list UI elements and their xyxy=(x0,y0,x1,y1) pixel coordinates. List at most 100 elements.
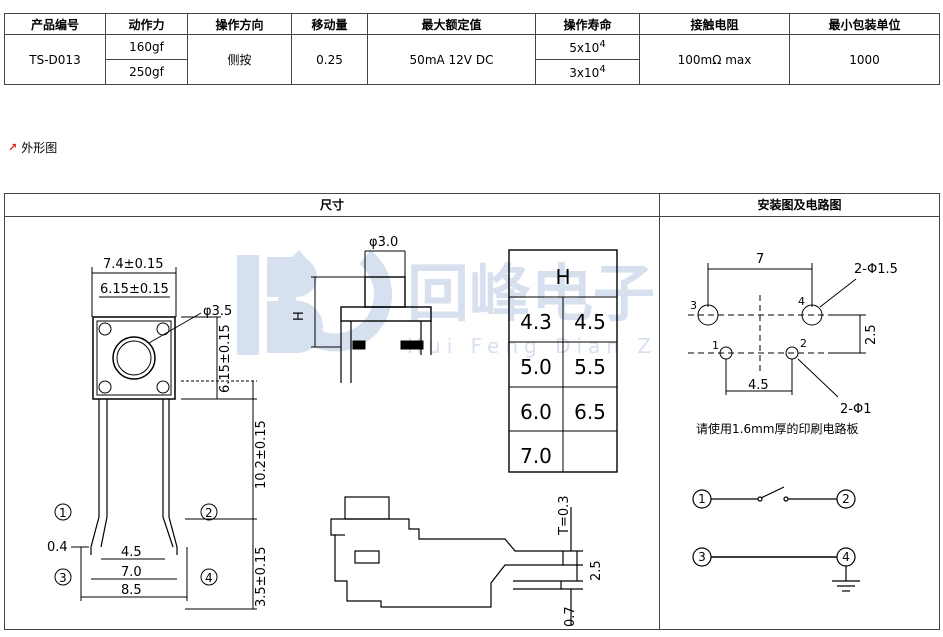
hole-label-2: 2 xyxy=(800,337,807,350)
header-travel: 移动量 xyxy=(291,13,368,35)
life-2-base: 3x10 xyxy=(569,66,600,80)
dim-pin-70: 7.0 xyxy=(121,565,142,580)
front-view xyxy=(54,267,257,610)
header-product-no: 产品编号 xyxy=(4,13,106,35)
callout-4-circle xyxy=(200,568,218,586)
dim-pin-85: 8.5 xyxy=(121,583,142,598)
top-view-body xyxy=(340,306,432,322)
hole-label-4: 4 xyxy=(798,295,805,308)
h-table-header: H xyxy=(555,265,570,289)
dim-pitch-45: 4.5 xyxy=(748,378,769,393)
header-direction: 操作方向 xyxy=(187,13,292,35)
dim-side-25: 2.5 xyxy=(589,560,604,581)
watermark-cn-text: 回峰电子 xyxy=(407,257,655,330)
button-circle xyxy=(112,336,156,380)
dim-pitch-25: 2.5 xyxy=(864,324,879,345)
leader-hole-small xyxy=(797,358,839,398)
life-2-exp: 4 xyxy=(599,64,606,75)
cell-rating: 50mA 12V DC xyxy=(367,34,536,85)
corner-peg xyxy=(156,380,170,394)
pcb-labels: 7 2-Φ1.5 2.5 2-Φ1 4.5 3 4 1 2 请使用1.6mm厚的… xyxy=(690,252,898,436)
circuit-label-2: 2 xyxy=(842,492,850,506)
dim-phi-btn: φ3.5 xyxy=(203,304,232,319)
header-min-pack: 最小包装单位 xyxy=(789,13,940,35)
switch-body-inner xyxy=(96,320,172,396)
h-table-cell: 7.0 xyxy=(520,444,552,468)
dim-pitch-7: 7 xyxy=(756,252,764,267)
mounting-title: 安装图及电路图 xyxy=(660,194,939,217)
corner-peg xyxy=(156,322,170,336)
button-inner-circle xyxy=(116,340,152,376)
circuit-label-3: 3 xyxy=(698,550,706,564)
top-view-pin xyxy=(352,340,366,350)
section-title: 外形图 xyxy=(21,141,58,155)
h-table-cell: 5.5 xyxy=(574,355,606,379)
watermark-en-text: Hui Feng Dian Zi xyxy=(407,334,659,358)
hole-label-3: 3 xyxy=(690,299,697,312)
cell-resistance: 100mΩ max xyxy=(639,34,790,85)
cell-direction: 侧按 xyxy=(187,34,292,85)
callout-2: 2 xyxy=(205,506,213,520)
leader-phi35 xyxy=(148,312,202,344)
h-table-cell: 4.5 xyxy=(574,310,606,334)
h-table-cell: 5.0 xyxy=(520,355,552,379)
header-life: 操作寿命 xyxy=(535,13,640,35)
callout-4: 4 xyxy=(205,571,213,585)
header-resistance: 接触电阻 xyxy=(639,13,790,35)
switch-body xyxy=(92,316,176,400)
pcb-note: 请使用1.6mm厚的印刷电路板 xyxy=(696,421,858,436)
switch-contact xyxy=(757,496,763,502)
spec-table: 产品编号 动作力 操作方向 移动量 最大额定值 操作寿命 接触电阻 最小包装单位… xyxy=(4,13,940,85)
leader-hole-big xyxy=(819,278,857,308)
mounting-panel: 安装图及电路图 7 2-Φ1.5 2.5 2-Φ1 xyxy=(659,193,940,630)
dim-pin-off: 0.4 xyxy=(47,540,68,555)
dim-hole-small: 2-Φ1 xyxy=(840,402,871,417)
top-view-pin xyxy=(400,340,424,350)
dimensions-panel: 尺寸 回峰电子 Hui Feng Dian Zi xyxy=(4,193,663,630)
watermark-logo-arc xyxy=(278,249,392,352)
circuit-label-4: 4 xyxy=(842,550,850,564)
side-view-stem xyxy=(344,496,390,520)
pcb-layout xyxy=(688,263,866,398)
spec-header-row: 产品编号 动作力 操作方向 移动量 最大额定值 操作寿命 接触电阻 最小包装单位 xyxy=(4,13,940,35)
cell-force-1: 160gf xyxy=(105,34,188,60)
side-view xyxy=(330,496,583,625)
dim-h-pin: 3.5±0.15 xyxy=(254,546,269,607)
corner-peg xyxy=(98,380,112,394)
cell-life-1: 5x104 xyxy=(535,34,640,60)
top-view xyxy=(311,250,432,383)
h-table-text: H 4.3 4.5 5.0 5.5 6.0 6.5 7.0 xyxy=(520,265,606,468)
circuit-labels: 1 2 3 4 xyxy=(698,492,850,564)
spec-row: TS-D013 160gf 侧按 0.25 50mA 12V DC 5x104 … xyxy=(4,34,940,85)
switch-lever xyxy=(760,486,785,499)
dim-w-inner: 6.15±0.15 xyxy=(100,282,169,297)
watermark-logo-bar xyxy=(237,255,259,355)
top-view-legs xyxy=(340,321,432,383)
cell-travel: 0.25 xyxy=(291,34,368,85)
hole-3 xyxy=(697,304,719,326)
switch-contact xyxy=(783,496,789,502)
side-view-pin xyxy=(513,580,562,590)
watermark-logo-icon xyxy=(267,257,323,353)
watermark: 回峰电子 Hui Feng Dian Zi xyxy=(237,249,663,358)
dim-side-07: 0.7 xyxy=(563,606,578,627)
dim-h-body: 6.15±0.15 xyxy=(218,324,233,393)
circuit-label-1: 1 xyxy=(698,492,706,506)
dimensions-drawing: 回峰电子 Hui Feng Dian Zi xyxy=(47,235,663,627)
corner-peg xyxy=(98,322,112,336)
callout-3-circle xyxy=(54,568,72,586)
side-view-labels: T=0.3 2.5 0.7 xyxy=(557,495,604,627)
callout-3: 3 xyxy=(59,571,67,585)
switch-legs xyxy=(90,399,178,555)
callout-1: 1 xyxy=(59,506,67,520)
dim-w-outer: 7.4±0.15 xyxy=(103,257,164,272)
header-force: 动作力 xyxy=(105,13,188,35)
cell-life-2: 3x104 xyxy=(535,59,640,85)
h-table-cell: 4.3 xyxy=(520,310,552,334)
header-rating: 最大额定值 xyxy=(367,13,536,35)
life-1-base: 5x10 xyxy=(569,41,600,55)
dim-phi-top: φ3.0 xyxy=(369,235,398,250)
cell-min-pack: 1000 xyxy=(789,34,940,85)
side-view-slot xyxy=(354,550,380,564)
callout-1-circle xyxy=(54,503,72,521)
